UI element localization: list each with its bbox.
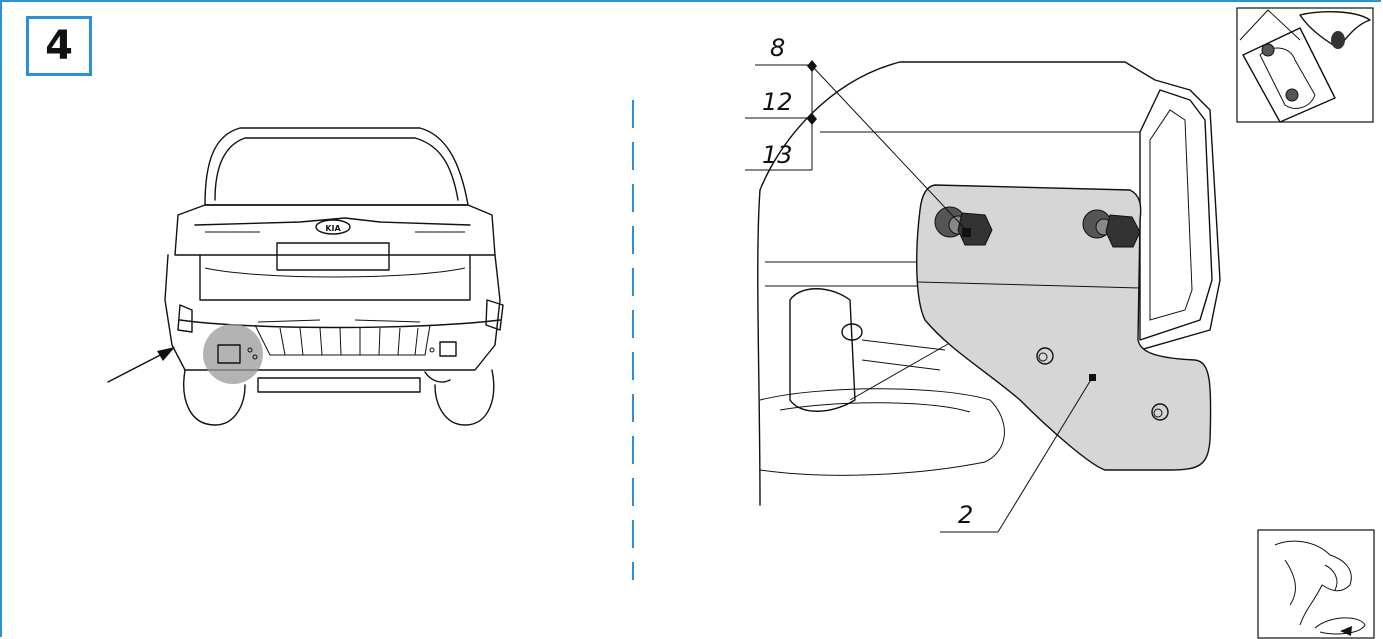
callout-12: 12 <box>762 88 793 116</box>
vehicle-rear-view: KIA <box>107 127 504 426</box>
callout-13: 13 <box>762 141 793 169</box>
step-number-box: 4 <box>26 16 92 76</box>
mounting-bracket <box>916 184 1212 471</box>
car-orientation-icon <box>1236 7 1374 123</box>
step-number: 4 <box>45 23 73 69</box>
location-arrow-icon <box>157 347 175 361</box>
mounting-point-highlight <box>203 324 263 384</box>
bolt-right-icon <box>1082 209 1141 248</box>
callout-8: 8 <box>770 34 785 62</box>
callout-2: 2 <box>958 501 973 529</box>
hand-tighten-icon <box>1257 529 1375 639</box>
vehicle-badge: KIA <box>325 224 341 233</box>
bracket-detail-view: 8 12 13 2 <box>745 34 1221 533</box>
bolt-left-icon <box>934 206 993 246</box>
